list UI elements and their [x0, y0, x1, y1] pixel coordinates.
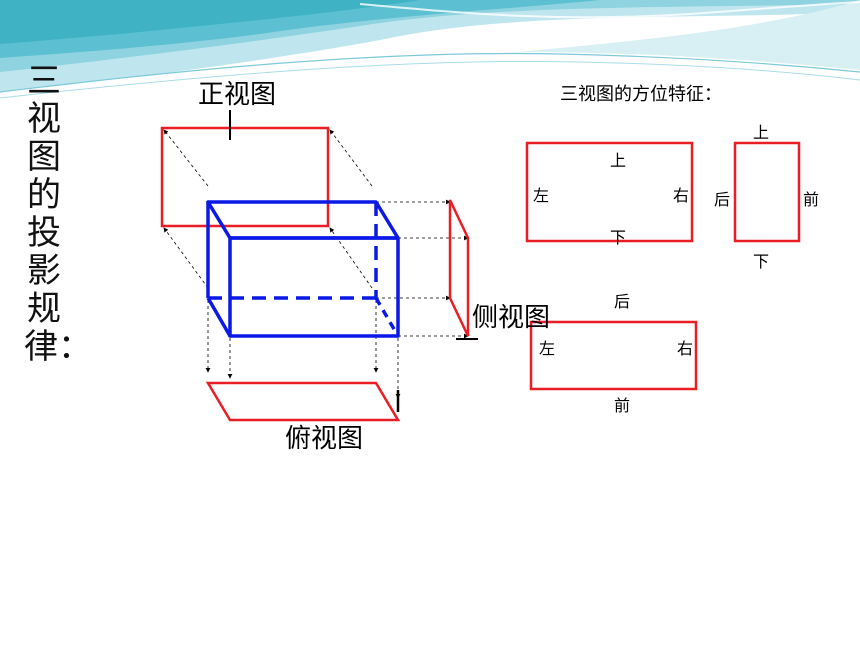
front-view-projection — [160, 126, 330, 228]
side-view-label: 侧视图 — [472, 303, 551, 333]
front-view-label: 正视图 — [198, 80, 277, 110]
front-projection-lines — [163, 129, 373, 289]
orientation-heading: 三视图的方位特征： — [560, 84, 722, 105]
orientation-side-box — [733, 141, 801, 243]
topview-top-label: 后 — [614, 292, 631, 311]
orientation-front-box — [525, 141, 694, 243]
orientation-top-box — [529, 320, 698, 391]
top-view-label: 俯视图 — [285, 424, 364, 454]
side-bottom-label: 下 — [753, 252, 770, 271]
side-right-label: 前 — [803, 190, 820, 209]
topview-bottom-label: 前 — [614, 396, 631, 415]
side-projection-lines — [376, 199, 469, 339]
front-bottom-label: 下 — [610, 228, 627, 247]
header-wave-decoration — [0, 0, 860, 99]
side-view-projection — [448, 199, 470, 337]
front-top-label: 上 — [610, 151, 627, 170]
front-left-label: 左 — [533, 186, 550, 205]
side-top-label: 上 — [753, 123, 770, 142]
topview-right-label: 右 — [677, 339, 694, 358]
side-left-label: 后 — [714, 190, 731, 209]
topview-left-label: 左 — [539, 339, 556, 358]
front-right-label: 右 — [673, 186, 690, 205]
cuboid-solid — [206, 200, 400, 338]
top-view-projection — [205, 381, 401, 422]
